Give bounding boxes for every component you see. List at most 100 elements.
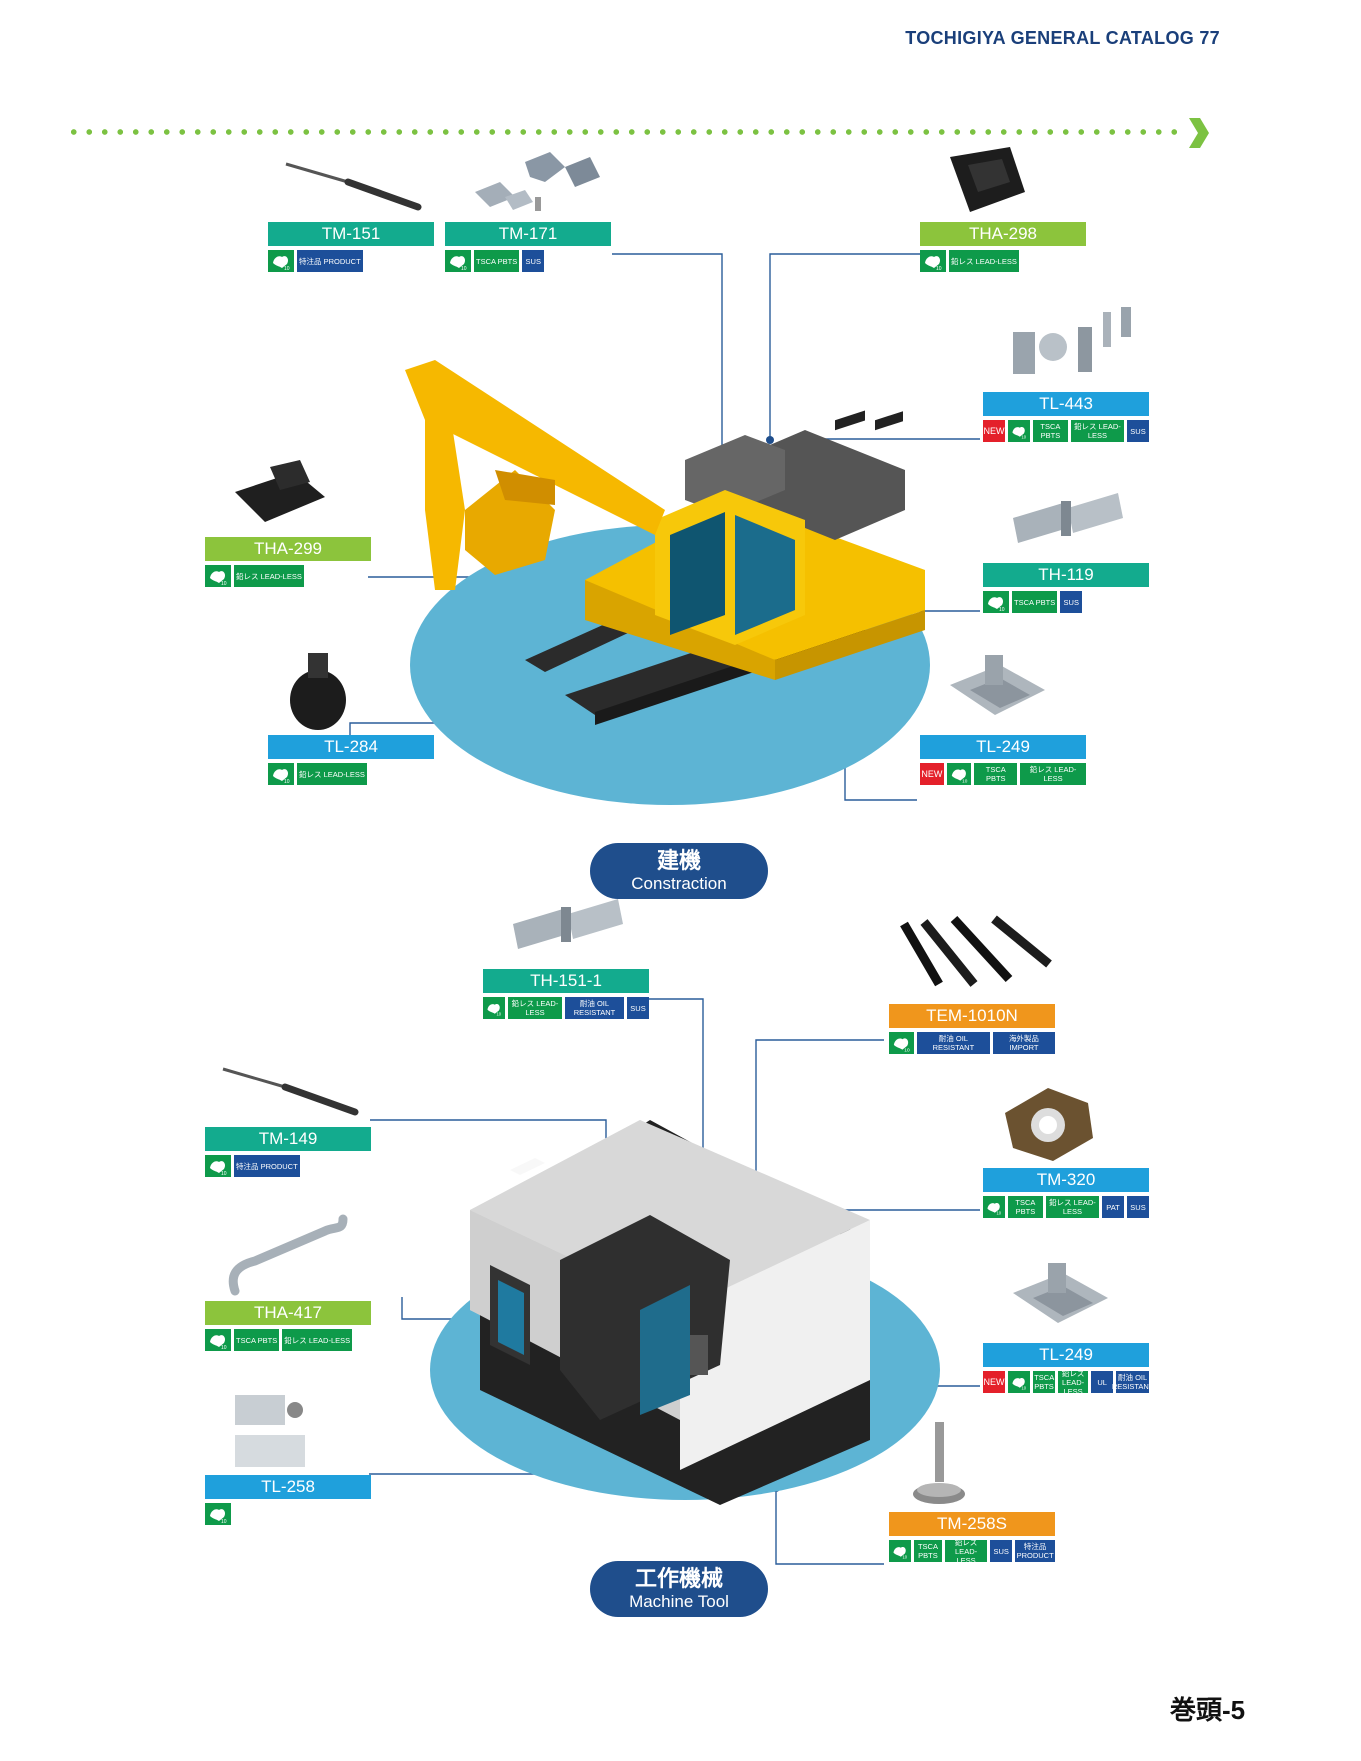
new-badge: NEW [983,1371,1005,1393]
window-latch-icon [983,304,1149,392]
category-label-en: Machine Tool [629,1592,729,1611]
new-badge: NEW [983,420,1005,442]
page-number: 巻頭-5 [1170,1695,1246,1725]
product-code: TL-443 [983,392,1149,416]
badge-row: 10 鉛レス LEAD-LESS [205,565,371,587]
svg-text:10: 10 [902,1554,907,1559]
spec-badge: UL [1091,1371,1114,1393]
spec-badge: 鉛レス LEAD-LESS [282,1329,353,1351]
spec-badge: SUS [990,1540,1013,1562]
spec-badge: TSCA PBTS [974,763,1018,785]
product-code: TL-258 [205,1475,371,1499]
eco-badge-icon: 10 [205,1503,231,1525]
eco-badge-icon: 10 [268,763,294,785]
product-code: THA-298 [920,222,1086,246]
svg-text:10: 10 [496,1011,501,1016]
category-badge-construction: 建機 Constraction [590,843,768,899]
bracket-icon [445,134,611,222]
product-code: TH-151-1 [483,969,649,993]
spec-badge: 特注品 PRODUCT [234,1155,300,1177]
eco-badge-icon: 10 [920,250,946,272]
spec-badge: SUS [1127,420,1149,442]
eco-badge-icon: 10 [983,591,1009,613]
category-label-jp: 建機 [656,848,701,873]
product-code: TM-149 [205,1127,371,1151]
spec-badge: TSCA PBTS [914,1540,942,1562]
spec-badge: 特注品 PRODUCT [297,250,363,272]
product-code: THA-299 [205,537,371,561]
svg-text:10: 10 [904,1048,910,1053]
svg-text:10: 10 [221,581,227,586]
new-badge: NEW [920,763,944,785]
catalog-title: TOCHIGIYA GENERAL CATALOG 77 [905,28,1220,48]
spec-badge: 鉛レス LEAD-LESS [508,997,562,1019]
spec-badge: SUS [1127,1196,1149,1218]
spec-badge: 鉛レス LEAD-LESS [944,1538,988,1565]
category-badge-machine-tool: 工作機械 Machine Tool [590,1561,768,1617]
spec-badge: 耐油 OIL RESISTANT [916,1032,990,1054]
eco-badge-icon: 10 [1008,1371,1030,1393]
pull-handle-icon [205,1213,371,1301]
eco-badge-icon: 10 [268,250,294,272]
hinge-icon [983,475,1149,563]
spec-badge: 耐油 OIL RESISTANT [1111,1371,1154,1393]
knob-latch-icon [268,647,434,735]
solenoid-lock-icon [205,1387,371,1475]
product-code: TL-249 [920,735,1086,759]
svg-text:10: 10 [461,266,467,271]
spec-badge: PAT [1102,1196,1124,1218]
spec-badge: 鉛レス LEAD-LESS [234,565,304,587]
badge-row: 10 特注品 PRODUCT [268,250,434,272]
spec-badge: 特注品 PRODUCT [1015,1540,1055,1562]
eco-badge-icon: 10 [205,1155,231,1177]
leveling-foot-icon [889,1422,1055,1512]
dotted-divider [66,128,1186,136]
eco-badge-icon: 10 [983,1196,1005,1218]
eco-badge-icon: 10 [205,1329,231,1351]
svg-text:10: 10 [284,266,290,271]
gas-spring-icon [205,1039,371,1127]
eco-badge-icon: 10 [946,763,972,785]
spec-badge: 鉛レス LEAD-LESS [297,763,367,785]
draw-latch-icon [983,1255,1149,1343]
svg-text:10: 10 [996,1210,1001,1215]
flange-icon [983,1080,1149,1168]
spec-badge: 鉛レス LEAD-LESS [1020,763,1086,785]
spec-badge: 海外製品 IMPORT [992,1032,1055,1054]
spec-badge: TSCA PBTS [1008,1196,1043,1218]
product-code: TEM-1010N [889,1004,1055,1028]
svg-text:10: 10 [999,607,1005,612]
handle-icon [205,449,371,537]
gas-spring-icon [268,134,434,222]
excavator-illustration [405,360,930,805]
spec-badge: 鉛レス LEAD-LESS [1045,1196,1099,1218]
svg-text:10: 10 [962,778,968,783]
svg-text:10: 10 [221,1519,227,1524]
paddle-latch-icon [920,134,1086,222]
spec-badge: SUS [522,250,545,272]
eco-badge-icon: 10 [445,250,471,272]
product-code: TM-258S [889,1512,1055,1536]
badge-row: 10 [205,1503,371,1525]
spec-badge: SUS [627,997,649,1019]
eco-badge-icon: 10 [205,565,231,587]
spec-badge: 鉛レス LEAD-LESS [1070,420,1124,442]
eco-badge-icon: 10 [483,997,505,1019]
gasket-icon [889,915,1055,1004]
